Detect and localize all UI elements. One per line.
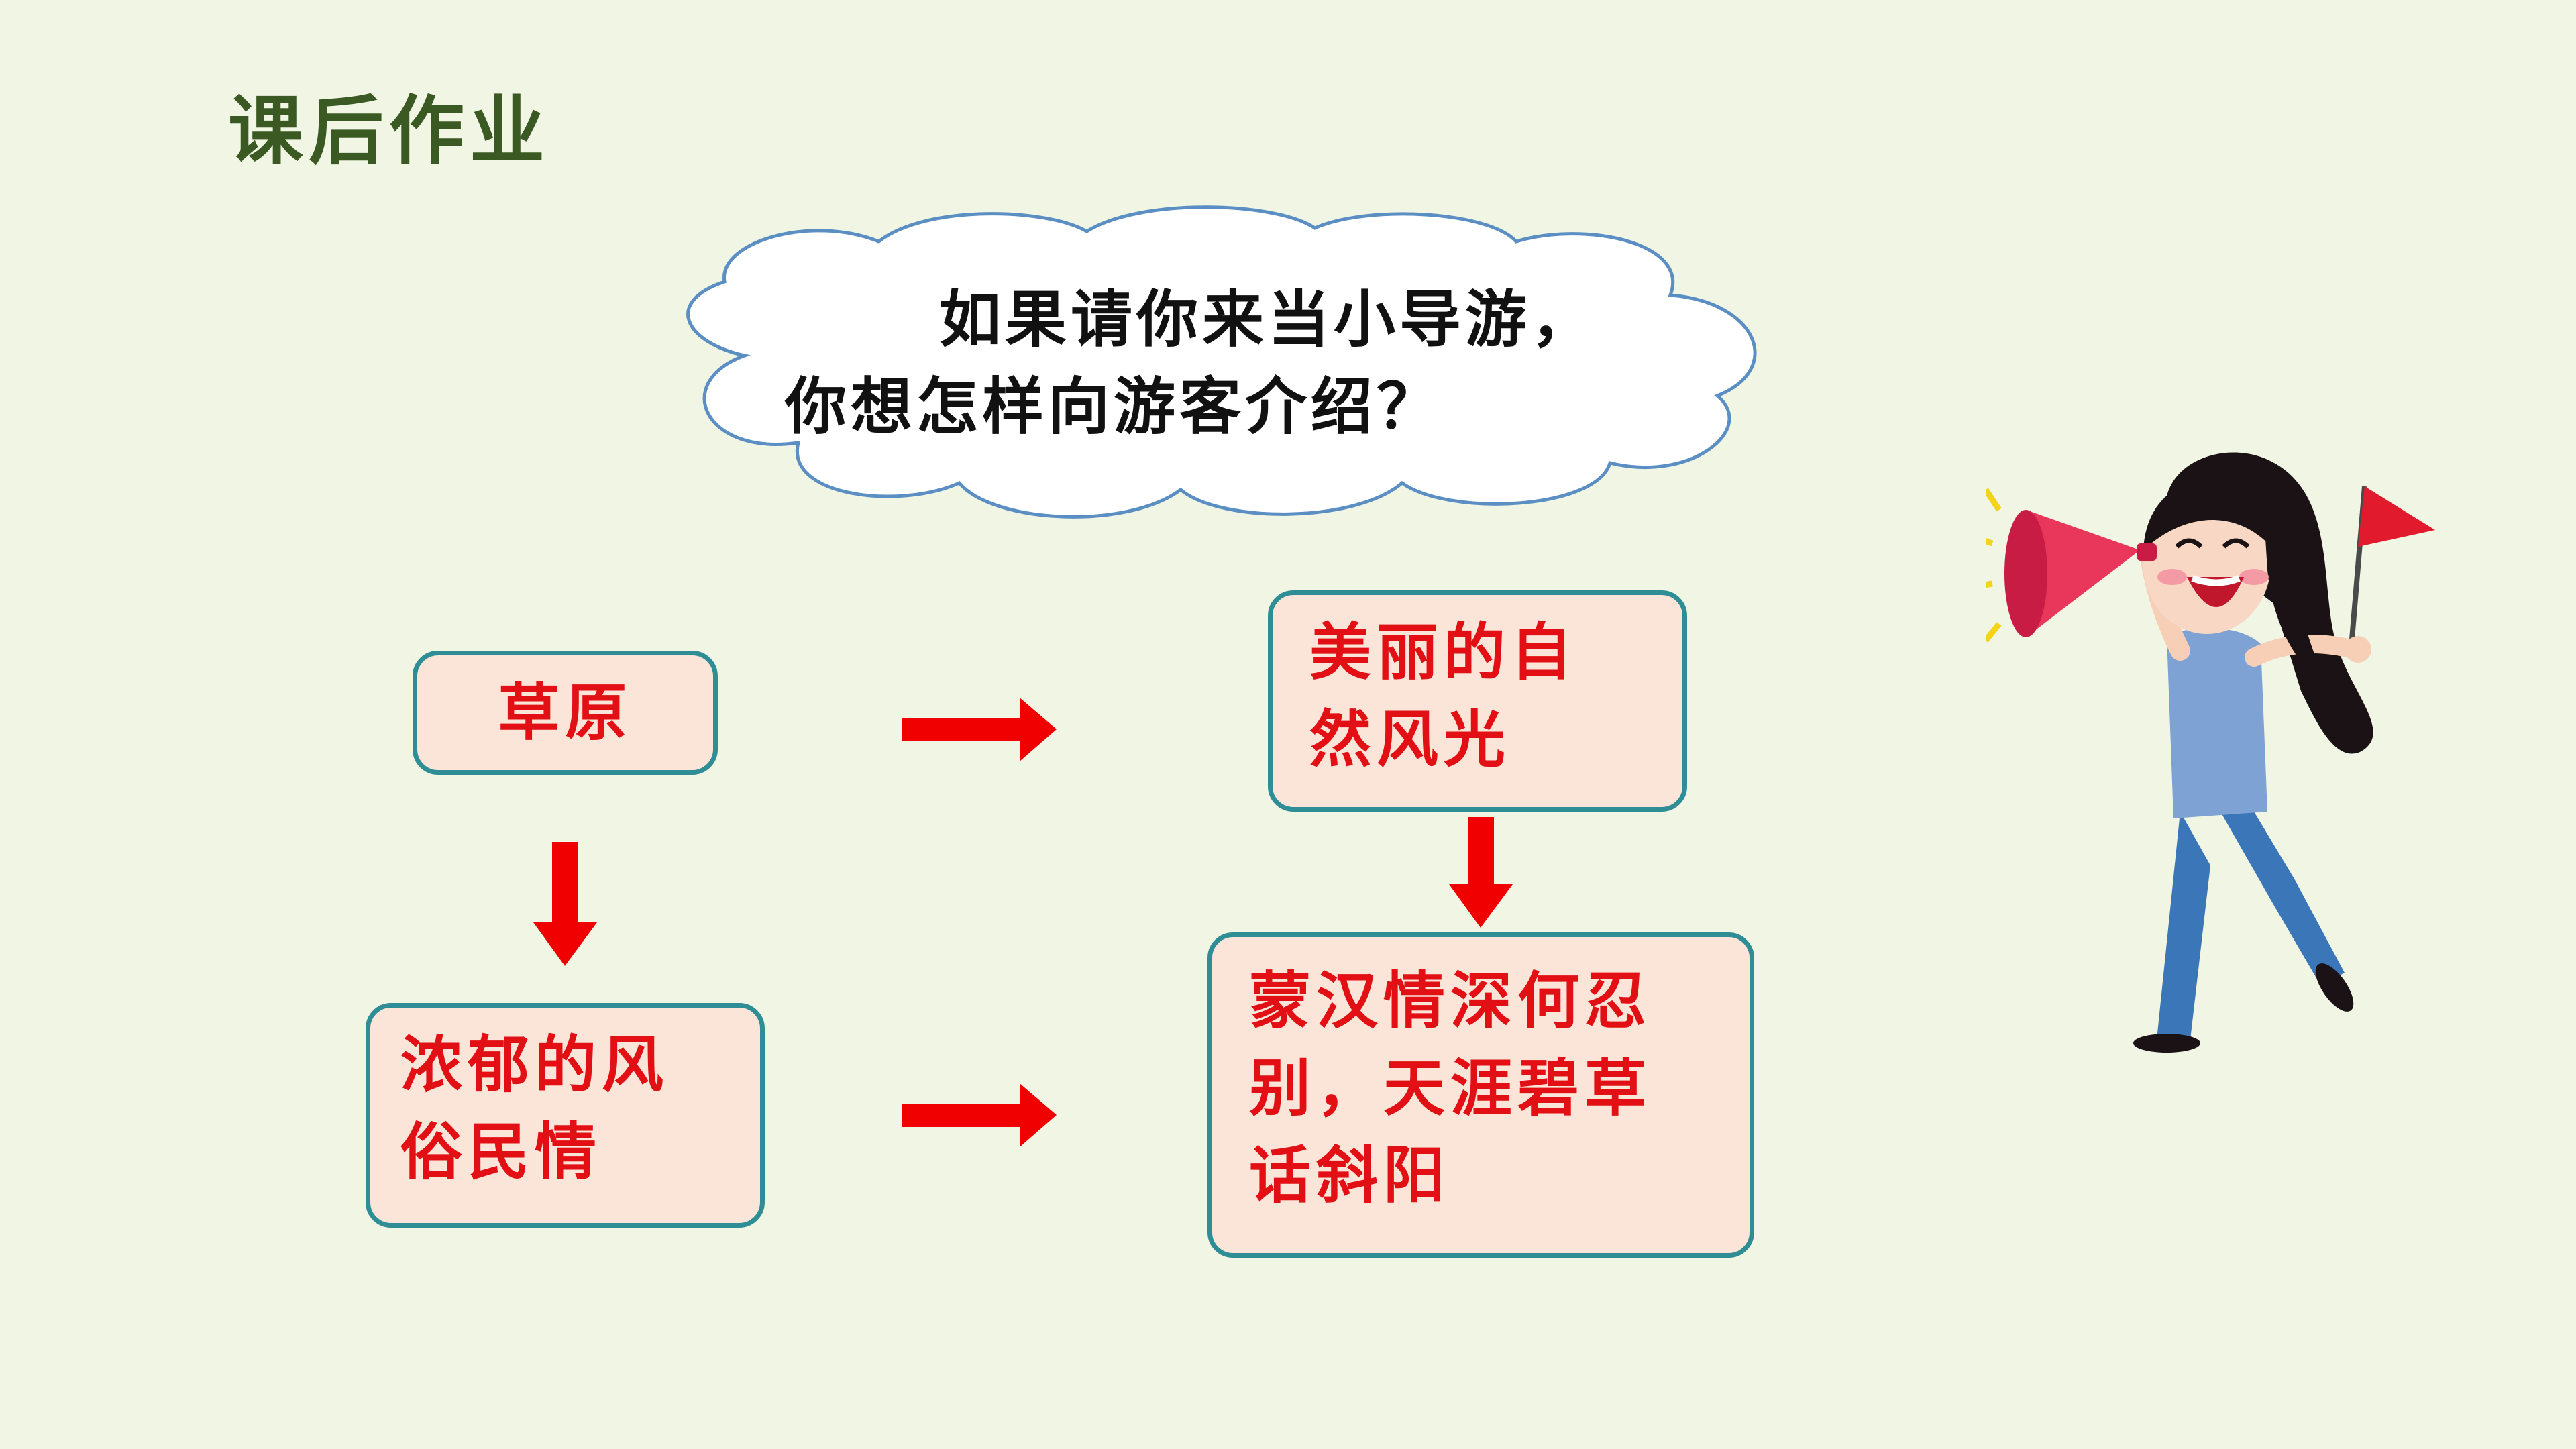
tour-guide-girl-icon (1971, 452, 2435, 1053)
arrow-down-icon (533, 842, 597, 966)
node-customs-label: 浓郁的风 俗民情 (400, 1028, 669, 1188)
node-scenery: 美丽的自 然风光 (1268, 590, 1687, 812)
arrow-right-top (902, 698, 1057, 761)
node-grassland: 草原 (413, 651, 718, 775)
arrow-right-icon (902, 1083, 1057, 1147)
tour-guide-illustration (1971, 436, 2455, 1073)
cloud-question-line1: 如果请你来当小导游， (939, 283, 1597, 356)
arrow-right-icon (902, 698, 1057, 761)
cloud-icon (686, 205, 1757, 519)
cloud-question-line2: 你想怎样向游客介绍？ (785, 370, 1443, 443)
arrow-down-right (1449, 817, 1513, 928)
node-scenery-label: 美丽的自 然风光 (1309, 616, 1578, 775)
question-cloud (644, 201, 1771, 537)
node-grassland-label: 草原 (498, 676, 633, 749)
arrow-down-left (533, 842, 597, 966)
arrow-down-icon (1449, 817, 1513, 928)
node-farewell-label: 蒙汉情深何忍 别，天涯碧草 话斜阳 (1249, 965, 1652, 1212)
node-customs: 浓郁的风 俗民情 (366, 1003, 765, 1228)
slide-title: 课后作业 (228, 87, 550, 175)
arrow-right-bottom (902, 1083, 1057, 1147)
node-farewell: 蒙汉情深何忍 别，天涯碧草 话斜阳 (1208, 932, 1754, 1258)
